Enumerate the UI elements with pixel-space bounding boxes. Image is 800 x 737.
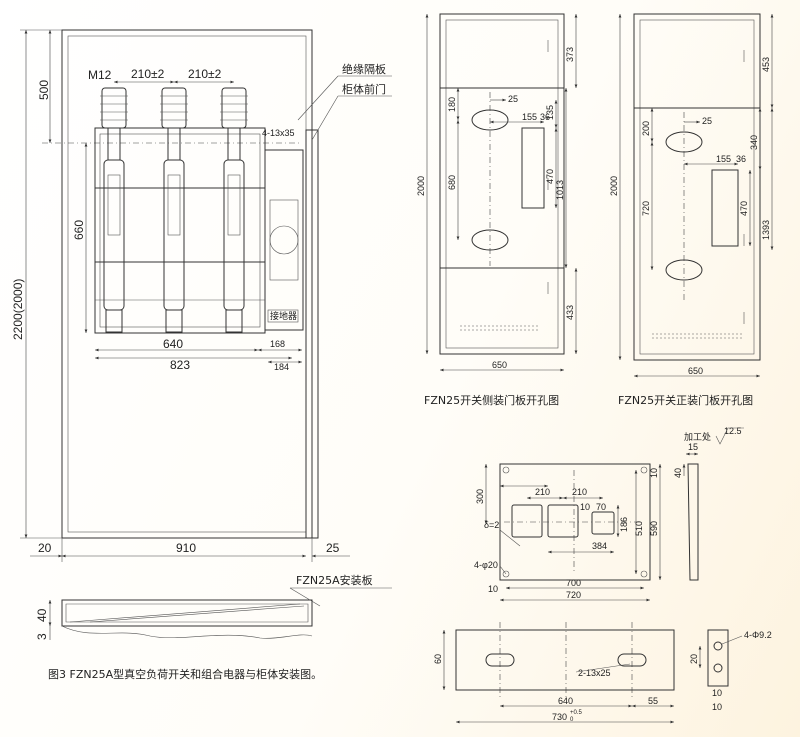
mp-10b: 10 bbox=[649, 468, 659, 478]
fd-155: 155 bbox=[716, 154, 731, 164]
sd-180: 180 bbox=[447, 97, 457, 112]
fd-36: 36 bbox=[736, 154, 746, 164]
finish-label: 加工处 bbox=[684, 431, 711, 442]
dim-910: 910 bbox=[176, 541, 196, 555]
front-door-label: 柜体前门 bbox=[342, 82, 386, 96]
fd-1393: 1393 bbox=[761, 220, 771, 240]
main-cabinet-view: 接地器 bbox=[11, 29, 392, 681]
bp-tol-plus: +0.5 bbox=[570, 710, 583, 716]
m12-label: M12 bbox=[88, 68, 112, 82]
bottom-plate-view: 60 2-13x25 640 55 730 +0.5 0 4-Φ9.2 20 1… bbox=[433, 622, 772, 724]
bp-slots: 2-13x25 bbox=[578, 668, 611, 678]
bp-640: 640 bbox=[558, 696, 573, 706]
fd-650: 650 bbox=[688, 366, 703, 376]
fd-453: 453 bbox=[761, 57, 771, 72]
mp-40: 40 bbox=[673, 468, 683, 478]
insulation-label: 绝缘隔板 bbox=[342, 62, 386, 76]
cabinet-outline bbox=[61, 29, 313, 539]
dim-823: 823 bbox=[170, 358, 190, 372]
mp-210b: 210 bbox=[572, 487, 587, 497]
plate-label: FZN25A安装板 bbox=[296, 573, 373, 587]
bolt-label: 4-13x35 bbox=[262, 128, 295, 138]
dim-184: 184 bbox=[274, 362, 289, 372]
dim-20: 20 bbox=[38, 541, 52, 555]
pole-3 bbox=[220, 87, 248, 333]
bp-tol-minus: 0 bbox=[570, 717, 574, 723]
fd-340: 340 bbox=[749, 135, 759, 150]
pitch-1: 210±2 bbox=[131, 67, 165, 81]
sd-680: 680 bbox=[447, 175, 457, 190]
sd-36: 36 bbox=[540, 112, 550, 122]
mount-plate-view: 300 210 210 10 70 186 510 590 10 384 δ=2… bbox=[474, 426, 744, 602]
dim-660: 660 bbox=[72, 220, 86, 240]
fd-2000: 2000 bbox=[609, 176, 619, 196]
mp-70: 70 bbox=[596, 502, 606, 512]
plate-dim-3: 3 bbox=[35, 633, 49, 640]
handle-label: 接地器 bbox=[270, 310, 297, 321]
mp-590: 590 bbox=[649, 521, 659, 536]
sd-25: 25 bbox=[508, 94, 518, 104]
operating-mechanism bbox=[264, 149, 304, 331]
mounting-plate-section: FZN25A安装板 40 3 bbox=[35, 573, 392, 640]
mp-300: 300 bbox=[475, 489, 485, 504]
bp-10b: 10 bbox=[712, 702, 722, 712]
sd-650: 650 bbox=[492, 360, 507, 370]
mp-720: 720 bbox=[566, 590, 581, 600]
mp-holes: 4-φ20 bbox=[474, 560, 498, 570]
mp-384: 384 bbox=[592, 541, 607, 551]
front-door-view: 2000 453 1393 340 470 200 720 25 155 36 … bbox=[609, 13, 774, 407]
pitch-2: 210±2 bbox=[188, 67, 222, 81]
sd-155: 155 bbox=[522, 112, 537, 122]
mp-10a: 10 bbox=[580, 502, 590, 512]
sd-470: 470 bbox=[545, 169, 555, 184]
mp-210a: 210 bbox=[535, 487, 550, 497]
fd-200: 200 bbox=[641, 121, 651, 136]
sd-373: 373 bbox=[565, 47, 575, 62]
plate-dim-40: 40 bbox=[35, 608, 49, 622]
sd-433: 433 bbox=[565, 305, 575, 320]
side-door-caption: FZN25开关侧装门板开孔图 bbox=[424, 393, 559, 407]
mp-700: 700 bbox=[566, 578, 581, 588]
bp-55: 55 bbox=[648, 696, 658, 706]
dim-2200: 2200(2000) bbox=[11, 279, 25, 340]
dim-168: 168 bbox=[270, 339, 285, 349]
bp-60: 60 bbox=[433, 654, 443, 664]
dim-500: 500 bbox=[37, 80, 51, 100]
side-door-view: 2000 373 433 1013 470 135 180 680 25 155… bbox=[416, 13, 578, 407]
sd-135: 135 bbox=[545, 105, 555, 120]
pole-1 bbox=[100, 87, 128, 333]
mp-thk: δ=2 bbox=[484, 520, 499, 530]
bp-holes: 4-Φ9.2 bbox=[744, 630, 772, 640]
front-door-caption: FZN25开关正装门板开孔图 bbox=[618, 393, 753, 407]
mp-15: 15 bbox=[688, 442, 698, 452]
fd-720: 720 bbox=[641, 201, 651, 216]
sd-2000: 2000 bbox=[416, 176, 426, 196]
bp-20: 20 bbox=[689, 654, 699, 664]
roughness: 12.5 bbox=[724, 426, 742, 436]
dim-640: 640 bbox=[163, 337, 183, 351]
fd-470: 470 bbox=[739, 201, 749, 216]
mp-10c: 10 bbox=[488, 584, 498, 594]
main-caption: 图3 FZN25A型真空负荷开关和组合电器与柜体安装图。 bbox=[48, 667, 322, 681]
sd-1013: 1013 bbox=[555, 180, 565, 200]
fd-25: 25 bbox=[702, 116, 712, 126]
bp-730: 730 bbox=[552, 712, 567, 722]
pole-2 bbox=[160, 87, 188, 333]
mp-186: 186 bbox=[619, 517, 629, 532]
dim-25: 25 bbox=[326, 541, 340, 555]
mp-510: 510 bbox=[634, 521, 644, 536]
bp-10a: 10 bbox=[712, 688, 722, 698]
